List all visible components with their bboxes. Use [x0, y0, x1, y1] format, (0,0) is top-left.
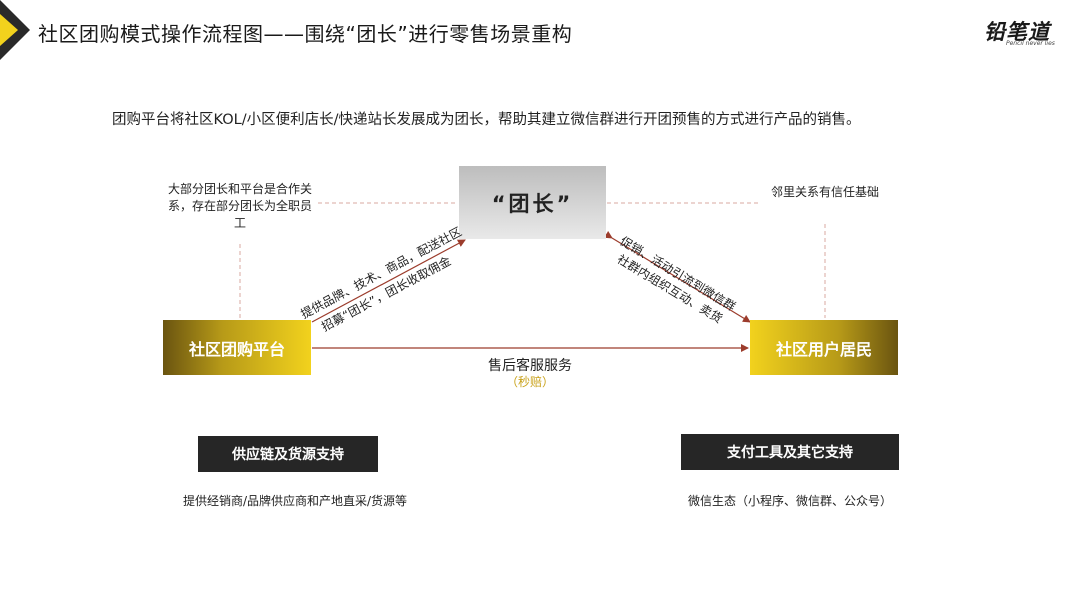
node-group-leader: “团长”	[459, 166, 606, 239]
edge-label-after-sales-sub: （秒赔）	[505, 375, 554, 389]
corner-accent-icon	[0, 0, 30, 60]
page-title: 社区团购模式操作流程图——围绕“团长”进行零售场景重构	[38, 22, 573, 46]
payment-tools-box: 支付工具及其它支持	[681, 434, 899, 470]
brand-logo: 铅笔道 Pencil never lies	[984, 16, 1064, 47]
logo-tagline: Pencil never lies	[1006, 40, 1055, 47]
note-cooperation: 大部分团长和平台是合作关系，存在部分团长为全职员工	[167, 182, 312, 230]
logo-text: 铅笔道	[984, 20, 1050, 44]
arrow-leader-to-residents	[603, 230, 751, 323]
edge-label-after-sales: 售后客服服务	[488, 358, 572, 374]
node-community-residents: 社区用户居民	[750, 320, 898, 375]
node-community-platform: 社区团购平台	[163, 320, 311, 375]
arrow-platform-to-leader	[311, 239, 466, 323]
supply-chain-desc: 提供经销商/品牌供应商和产地直采/货源等	[182, 494, 408, 508]
intro-text: 团购平台将社区KOL/小区便利店长/快递站长发展成为团长，帮助其建立微信群进行开…	[112, 112, 861, 128]
note-neighbor-trust: 邻里关系有信任基础	[770, 185, 879, 199]
supply-chain-box: 供应链及货源支持	[198, 436, 378, 472]
payment-tools-desc: 微信生态（小程序、微信群、公众号）	[687, 494, 892, 508]
